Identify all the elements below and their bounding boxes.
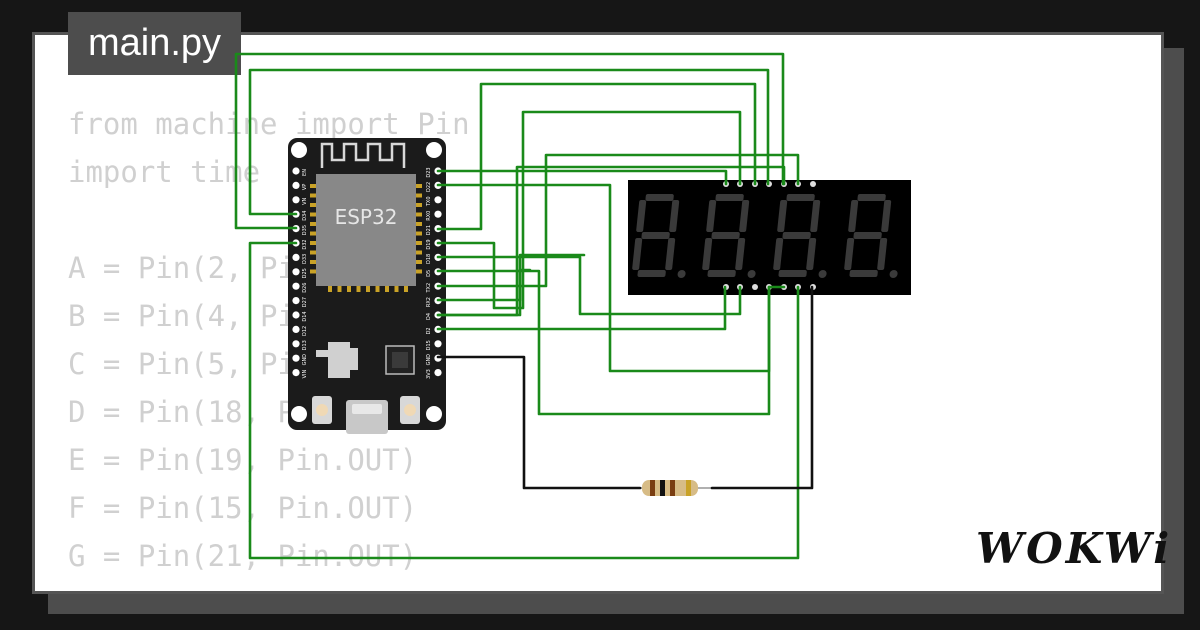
- wire[interactable]: [436, 253, 586, 302]
- pin-label: RX2: [426, 297, 432, 307]
- pin-label: D5: [426, 270, 432, 277]
- pin-label: D25: [302, 268, 308, 278]
- pin-label: D15: [426, 340, 432, 350]
- wire[interactable]: [436, 165, 786, 317]
- pin-label: D19: [426, 239, 432, 249]
- wokwi-logo: WOKWi: [976, 524, 1173, 573]
- esp32-board[interactable]: ESP32 ENVPVND34D35D32D33D25D26D27D14D12D…: [288, 138, 446, 434]
- pin-label: D21: [426, 225, 432, 235]
- pin-label: D14: [302, 311, 308, 321]
- pin-label: D35: [302, 225, 308, 235]
- display-pin[interactable]: [810, 181, 816, 187]
- esp32-pin-right[interactable]: [434, 340, 442, 348]
- esp32-pin-right[interactable]: [434, 196, 442, 204]
- wire[interactable]: [436, 255, 742, 316]
- code-line: from machine import Pin: [68, 107, 470, 141]
- pin-label: TX0: [426, 196, 432, 207]
- code-line: import time: [68, 155, 261, 189]
- esp32-pin-left[interactable]: [292, 354, 300, 362]
- esp32-pin-left[interactable]: [292, 181, 300, 189]
- wire[interactable]: [436, 169, 728, 186]
- pin-label: D27: [302, 297, 308, 307]
- pin-label: D2: [426, 327, 432, 334]
- boot-button[interactable]: [400, 396, 420, 424]
- pin-label: D13: [302, 340, 308, 350]
- esp32-pin-left[interactable]: [292, 282, 300, 290]
- pin-label: D34: [302, 211, 308, 221]
- wire[interactable]: [436, 110, 742, 310]
- display-digit: [702, 194, 756, 278]
- wire[interactable]: [248, 68, 770, 216]
- pin-label: VN: [302, 197, 308, 204]
- display-pin[interactable]: [752, 284, 758, 290]
- pin-label: VP: [302, 184, 308, 190]
- pin-label: EN: [302, 169, 308, 176]
- gnd-wire[interactable]: [710, 285, 814, 490]
- esp32-pin-left[interactable]: [292, 253, 300, 261]
- wire[interactable]: [436, 285, 727, 331]
- pin-label: D18: [426, 254, 432, 264]
- esp32-pin-left[interactable]: [292, 268, 300, 276]
- wire[interactable]: [248, 241, 800, 560]
- pin-label: D23: [426, 167, 432, 177]
- esp32-pin-left[interactable]: [292, 369, 300, 377]
- seven-segment-display[interactable]: [628, 180, 911, 295]
- board-name: ESP32: [335, 205, 398, 229]
- pin-label: VIN: [302, 370, 308, 379]
- gnd-wire[interactable]: [436, 355, 642, 490]
- pin-label: GND: [302, 354, 308, 366]
- esp32-pin-left[interactable]: [292, 340, 300, 348]
- esp32-pin-left[interactable]: [292, 167, 300, 175]
- code-line: E = Pin(19, Pin.OUT): [68, 443, 418, 477]
- pin-label: GND: [426, 354, 432, 366]
- esp32-module: [316, 174, 416, 286]
- code-line: F = Pin(15, Pin.OUT): [68, 491, 418, 525]
- wire[interactable]: [436, 153, 800, 288]
- esp32-pin-left[interactable]: [292, 311, 300, 319]
- pin-label: RX0: [426, 211, 432, 221]
- voltage-regulator: [328, 342, 350, 378]
- wire[interactable]: [234, 52, 785, 230]
- esp32-pin-left[interactable]: [292, 297, 300, 305]
- esp32-pin-left[interactable]: [292, 325, 300, 333]
- filename-tab[interactable]: main.py: [68, 12, 241, 75]
- en-button[interactable]: [312, 396, 332, 424]
- pin-label: D4: [426, 313, 432, 320]
- wire[interactable]: [436, 82, 757, 231]
- pin-label: D32: [302, 239, 308, 249]
- pin-label: 3V3: [426, 369, 432, 379]
- esp32-pin-right[interactable]: [434, 210, 442, 218]
- pin-label: D33: [302, 254, 308, 264]
- esp32-pin-right[interactable]: [434, 369, 442, 377]
- pin-label: D22: [426, 182, 432, 192]
- display-digit: [844, 194, 898, 278]
- pin-label: D26: [302, 283, 308, 293]
- code-line: G = Pin(21, Pin.OUT): [68, 539, 418, 573]
- display-digit: [632, 194, 686, 278]
- display-digit: [773, 194, 827, 278]
- pin-label: TX2: [426, 283, 432, 294]
- esp32-pin-left[interactable]: [292, 196, 300, 204]
- pin-label: D12: [302, 326, 308, 336]
